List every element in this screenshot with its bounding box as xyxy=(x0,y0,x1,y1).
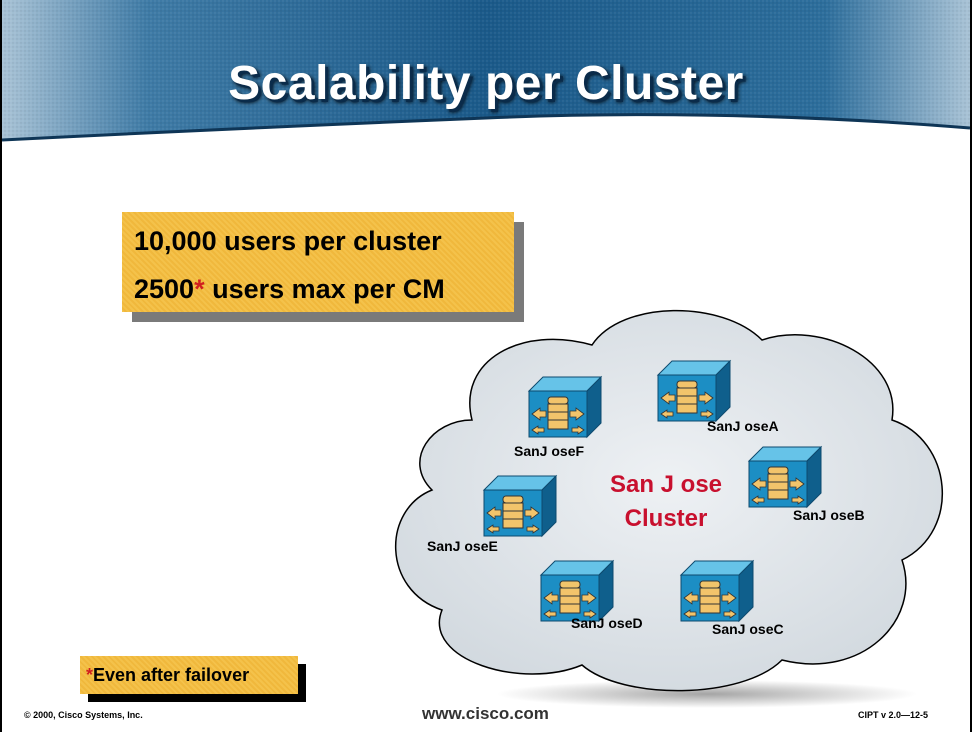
cluster-name-line2: Cluster xyxy=(625,505,708,532)
callmanager-server-icon-d xyxy=(540,560,614,622)
capacity-callout: 10,000 users per cluster 2500* users max… xyxy=(122,212,524,322)
callmanager-server-icon-f xyxy=(528,376,602,438)
cluster-name-line1: San J ose xyxy=(610,471,722,498)
asterisk-mark: * xyxy=(86,664,94,685)
node-label-e: SanJ oseE xyxy=(427,538,498,554)
slide-footer: © 2000, Cisco Systems, Inc. www.cisco.co… xyxy=(2,698,970,732)
slide-title: Scalability per Cluster xyxy=(228,57,744,110)
callmanager-server-icon-a xyxy=(657,360,731,422)
node-label-d: SanJ oseD xyxy=(571,615,643,631)
node-label-f: SanJ oseF xyxy=(514,443,584,459)
failover-note: *Even after failover xyxy=(80,656,306,704)
users-per-cluster-text: 10,000 users per cluster xyxy=(134,226,442,256)
callmanager-server-icon-b xyxy=(748,446,822,508)
callmanager-server-icon-e xyxy=(483,475,557,537)
asterisk-mark: * xyxy=(194,274,205,304)
copyright-text: © 2000, Cisco Systems, Inc. xyxy=(24,710,143,720)
title-banner xyxy=(2,0,970,150)
node-label-b: SanJ oseB xyxy=(793,507,865,523)
cloud-shadow xyxy=(497,680,917,708)
node-label-a: SanJ oseA xyxy=(707,418,779,434)
node-label-c: SanJ oseC xyxy=(712,621,784,637)
failover-note-text: Even after failover xyxy=(93,664,250,685)
website-link[interactable]: www.cisco.com xyxy=(422,704,549,723)
course-code: CIPT v 2.0—12-5 xyxy=(858,710,929,720)
callmanager-server-icon-c xyxy=(680,560,754,622)
users-per-cm-text: 2500* users max per CM xyxy=(134,274,445,304)
